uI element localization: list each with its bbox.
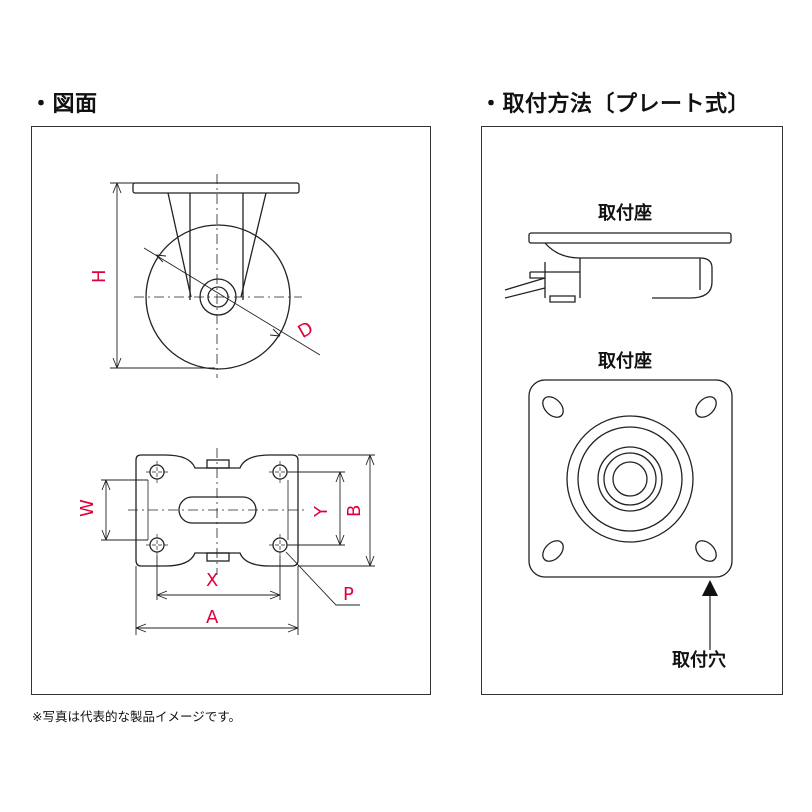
drawing-panel <box>31 126 431 695</box>
mounting-panel <box>481 126 783 695</box>
hole-label: 取付穴 <box>672 649 726 671</box>
seat-label-top: 取付座 <box>598 350 652 372</box>
dim-b-label: B <box>344 505 365 517</box>
seat-label-side: 取付座 <box>598 202 652 224</box>
dim-x-label: X <box>206 570 218 591</box>
dim-d-label: D <box>294 318 317 343</box>
caster-top-view <box>101 448 375 635</box>
dim-a-label: A <box>206 607 219 628</box>
caster-side-view <box>110 174 321 378</box>
mount-hole-arrow <box>702 580 718 596</box>
dim-w-label: W <box>77 499 98 517</box>
drawing-heading: ・図面 <box>30 92 98 117</box>
dim-y-label: Y <box>311 505 332 518</box>
footnote: ※写真は代表的な製品イメージです。 <box>32 709 241 724</box>
dim-p-label: P <box>343 584 354 605</box>
mount-top-view <box>528 379 733 650</box>
dim-h-label: H <box>89 269 110 283</box>
mounting-heading: ・取付方法〔プレート式〕 <box>480 92 751 117</box>
mount-side-view <box>504 232 732 303</box>
